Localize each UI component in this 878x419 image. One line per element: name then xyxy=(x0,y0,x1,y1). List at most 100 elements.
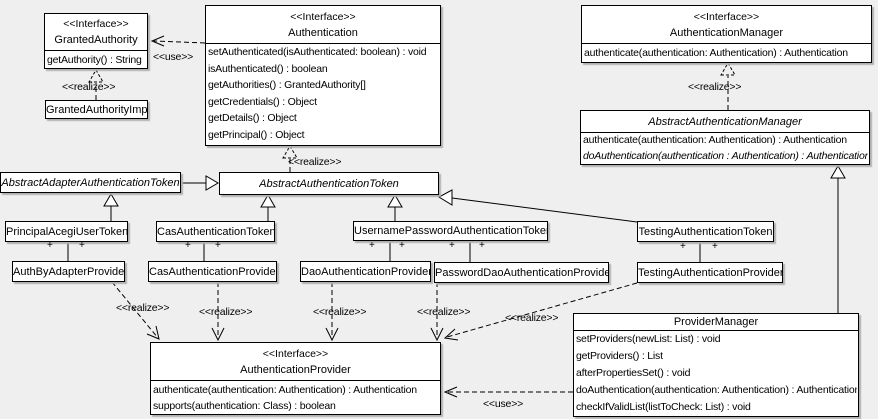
methods-compartment: authenticate(authentication: Authenticat… xyxy=(582,43,871,62)
realize-casprovider-to-authprovider xyxy=(211,282,225,342)
method-label: doAuthentication(authentication : Authen… xyxy=(583,149,868,162)
use-dependency-providermanager-to-authprovider xyxy=(443,386,573,398)
realize-label: <<realize>> xyxy=(505,312,559,324)
class-name: TestingAuthenticationProvider xyxy=(638,266,782,279)
stereotype-label: <<Interface>> xyxy=(693,10,760,23)
multiplicity-plus: + xyxy=(185,240,191,251)
generalization-testingtoken-to-abstracttoken xyxy=(437,189,638,223)
class-title: <<Interface>> AuthenticationManager xyxy=(582,6,871,43)
class-name: AuthenticationProvider xyxy=(240,363,351,376)
method-label: setProviders(newList: List) : void xyxy=(576,333,721,345)
class-box-dao-authentication-provider[interactable]: DaoAuthenticationProvider xyxy=(300,261,431,282)
class-box-authentication[interactable]: <<Interface>> Authentication setAuthenti… xyxy=(205,5,441,146)
class-name: GrantedAuthorityImpl xyxy=(46,103,147,116)
method-label: checkIfValidList(listToCheck: List) : vo… xyxy=(576,401,751,413)
realize-label: <<realize>> xyxy=(288,156,342,168)
class-box-abstract-authentication-manager[interactable]: AbstractAuthenticationManager authentica… xyxy=(580,110,870,165)
method-label: afterPropertiesSet() : void xyxy=(576,367,691,379)
class-box-granted-authority-impl[interactable]: GrantedAuthorityImpl xyxy=(45,100,148,119)
methods-compartment: getAuthority() : String xyxy=(45,50,147,68)
class-name: CasAuthenticationProvider xyxy=(149,265,276,278)
class-box-cas-authentication-provider[interactable]: CasAuthenticationProvider xyxy=(148,261,277,282)
multiplicity-plus: + xyxy=(680,241,686,252)
method-label: getAuthorities() : GrantedAuthority[] xyxy=(208,79,366,92)
realize-abstractauthmanager-to-authmanager xyxy=(720,62,736,110)
methods-compartment: setProviders(newList: List) : void getPr… xyxy=(574,330,858,416)
class-box-authentication-provider[interactable]: <<Interface>> AuthenticationProvider aut… xyxy=(150,342,441,415)
method-label: getPrincipal() : Object xyxy=(208,128,305,141)
class-box-authentication-manager[interactable]: <<Interface>> AuthenticationManager auth… xyxy=(581,5,872,63)
class-box-testing-authentication-token[interactable]: TestingAuthenticationToken xyxy=(637,221,774,242)
class-name: ProviderManager xyxy=(673,316,759,328)
multiplicity-plus: + xyxy=(369,240,375,251)
method-label: getCredentials() : Object xyxy=(208,95,317,108)
class-name: GrantedAuthority xyxy=(54,34,138,46)
class-title: AbstractAuthenticationManager xyxy=(581,111,869,132)
generalization-providermanager-to-abstractauthmanager xyxy=(830,165,846,313)
class-box-cas-authentication-token[interactable]: CasAuthenticationToken xyxy=(156,221,275,242)
multiplicity-plus: + xyxy=(215,240,221,251)
class-name: PrincipalAcegiUserToken xyxy=(6,225,127,238)
generalization-principaltoken-to-abstractadaptertoken xyxy=(103,193,119,221)
realize-label: <<realize>> xyxy=(116,302,170,314)
class-name: PasswordDaoAuthenticationProvider xyxy=(435,266,608,279)
method-label: getAuthority() : String xyxy=(47,54,142,66)
realize-label: <<realize>> xyxy=(313,306,367,318)
class-box-username-password-authentication-token[interactable]: UsernamePasswordAuthenticationToken xyxy=(353,221,548,241)
generalization-userpasstoken-to-abstracttoken xyxy=(387,194,403,221)
methods-compartment: setAuthenticated(isAuthenticated: boolea… xyxy=(206,43,440,144)
class-name: DaoAuthenticationProvider xyxy=(301,265,430,278)
class-box-abstract-adapter-authentication-token[interactable]: AbstractAdapterAuthenticationToken xyxy=(0,172,181,193)
class-name: CasAuthenticationToken xyxy=(157,225,274,238)
multiplicity-plus: + xyxy=(79,240,85,251)
multiplicity-plus: + xyxy=(399,240,405,251)
realize-label: <<realize>> xyxy=(199,306,253,318)
class-box-auth-by-adapter-provider[interactable]: AuthByAdapterProvider xyxy=(12,261,125,282)
realize-grantedauthorityimpl-to-grantedauthority xyxy=(88,69,104,100)
class-name: AbstractAuthenticationManager xyxy=(648,115,802,128)
class-box-testing-authentication-provider[interactable]: TestingAuthenticationProvider xyxy=(637,262,783,283)
class-box-provider-manager[interactable]: ProviderManager setProviders(newList: Li… xyxy=(573,313,859,417)
use-dependency-authentication-to-grantedauthority xyxy=(150,35,206,47)
method-label: getDetails() : Object xyxy=(208,112,297,125)
realize-passworddaoprovider-to-authprovider xyxy=(430,282,444,342)
class-name: Authentication xyxy=(288,26,358,39)
methods-compartment: authenticate(authentication: Authenticat… xyxy=(151,380,440,414)
multiplicity-plus: + xyxy=(449,240,455,251)
class-name: AbstractAuthenticationToken xyxy=(259,177,399,190)
class-name: AuthByAdapterProvider xyxy=(13,265,124,278)
class-title: <<Interface>> AuthenticationProvider xyxy=(151,343,440,380)
realize-label: <<realize>> xyxy=(688,81,742,93)
class-title: <<Interface>> GrantedAuthority xyxy=(45,14,147,50)
method-label: isAuthenticated() : boolean xyxy=(208,62,328,75)
class-title: <<Interface>> Authentication xyxy=(206,6,440,43)
class-box-password-dao-authentication-provider[interactable]: PasswordDaoAuthenticationProvider xyxy=(434,262,609,283)
method-label: authenticate(authentication: Authenticat… xyxy=(584,47,848,59)
methods-compartment: authenticate(authentication: Authenticat… xyxy=(581,132,869,164)
method-label: getProviders() : List xyxy=(576,350,663,362)
generalization-abstractadaptertoken-to-abstracttoken xyxy=(181,175,219,191)
class-title: ProviderManager xyxy=(574,314,858,330)
method-label: authenticate(authentication: Authenticat… xyxy=(583,134,847,146)
generalization-castoken-to-abstracttoken xyxy=(260,194,276,221)
stereotype-label: <<Interface>> xyxy=(262,347,329,360)
method-label: supports(authentication: Class) : boolea… xyxy=(153,400,336,412)
multiplicity-plus: + xyxy=(47,240,53,251)
method-label: doAuthentication(authentication: Authent… xyxy=(576,384,857,396)
realize-label: <<realize>> xyxy=(62,81,116,93)
class-box-granted-authority[interactable]: <<Interface>> GrantedAuthority getAuthor… xyxy=(44,13,148,69)
class-box-abstract-authentication-token[interactable]: AbstractAuthenticationToken xyxy=(219,172,439,195)
realize-label: <<realize>> xyxy=(417,306,471,318)
realize-abstracttoken-to-authentication xyxy=(282,145,298,172)
multiplicity-plus: + xyxy=(712,241,718,252)
method-label: setAuthenticated(isAuthenticated: boolea… xyxy=(208,46,427,58)
stereotype-label: <<Interface>> xyxy=(63,18,129,30)
class-box-principal-acegi-user-token[interactable]: PrincipalAcegiUserToken xyxy=(5,221,128,242)
class-name: AbstractAdapterAuthenticationToken xyxy=(1,176,180,189)
class-name: AuthenticationManager xyxy=(669,26,784,39)
method-label: authenticate(authentication: Authenticat… xyxy=(153,384,417,396)
multiplicity-plus: + xyxy=(479,240,485,251)
realize-testingprovider-to-authprovider xyxy=(443,282,638,341)
